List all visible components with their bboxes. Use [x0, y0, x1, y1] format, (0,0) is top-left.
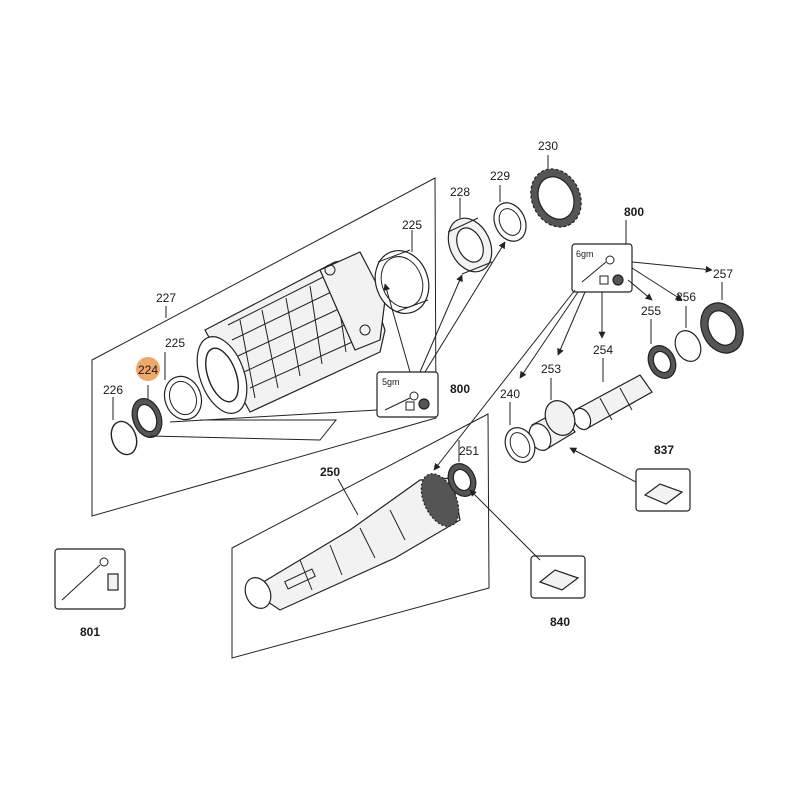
arrow-800-to-228	[419, 274, 463, 373]
seal-251[interactable]	[443, 459, 481, 501]
ring-240[interactable]	[500, 423, 541, 467]
label-227[interactable]: 227	[156, 291, 176, 305]
spindle-250[interactable]	[240, 468, 466, 613]
kit-801-box[interactable]	[54, 548, 126, 610]
arrow-to-256	[631, 267, 683, 301]
label-230[interactable]: 230	[538, 139, 558, 153]
kit-837-box[interactable]	[635, 468, 691, 512]
arrow-to-255	[627, 279, 653, 301]
label-250[interactable]: 250	[320, 465, 340, 479]
label-224[interactable]: 224	[138, 363, 158, 377]
arrow-800-to-229	[424, 241, 506, 373]
needle-bearing-230[interactable]	[522, 161, 591, 236]
arrow-to-240	[519, 291, 579, 379]
label-251[interactable]: 251	[459, 444, 479, 458]
housing-group-frame	[91, 177, 437, 517]
gear-housing[interactable]	[188, 251, 386, 420]
bearing-228[interactable]	[440, 211, 500, 279]
label-228[interactable]: 228	[450, 185, 470, 199]
label-grease-5gm: 5gm	[382, 377, 400, 387]
arrow-840-to-251	[469, 489, 541, 561]
ring-225-left[interactable]	[159, 371, 208, 425]
sleeve-253[interactable]	[525, 396, 580, 454]
label-grease-6gm: 6gm	[576, 249, 594, 259]
ring-256[interactable]	[670, 326, 705, 365]
highlight-circle	[136, 357, 160, 381]
label-226[interactable]: 226	[103, 383, 123, 397]
label-kit-800-right[interactable]: 800	[624, 205, 644, 219]
arrow-800-to-225	[383, 283, 411, 373]
leader-250	[337, 478, 359, 516]
label-253[interactable]: 253	[541, 362, 561, 376]
seal-257[interactable]	[693, 296, 751, 360]
label-254[interactable]: 254	[593, 343, 613, 357]
kit-800-box-left[interactable]	[376, 371, 439, 418]
label-225-top[interactable]: 225	[402, 218, 422, 232]
label-kit-801[interactable]: 801	[80, 625, 100, 639]
arrow-837-to-253	[569, 447, 637, 483]
piston-254[interactable]	[570, 374, 653, 432]
label-kit-840[interactable]: 840	[550, 615, 570, 629]
circlip-226[interactable]	[107, 418, 141, 458]
bearing-224[interactable]	[127, 394, 167, 441]
label-kit-837[interactable]: 837	[654, 443, 674, 457]
kit-840-box[interactable]	[530, 555, 586, 599]
label-229[interactable]: 229	[490, 169, 510, 183]
spindle-group-frame	[231, 413, 490, 659]
label-225-left[interactable]: 225	[165, 336, 185, 350]
bearing-255[interactable]	[643, 341, 681, 383]
label-240[interactable]: 240	[500, 387, 520, 401]
assembly-line	[149, 419, 338, 441]
arrow-to-250	[433, 289, 576, 471]
arrow-800-to-224	[169, 409, 378, 423]
ring-229[interactable]	[488, 198, 532, 247]
label-257[interactable]: 257	[713, 267, 733, 281]
label-kit-800-left[interactable]: 800	[450, 382, 470, 396]
arrow-to-257	[631, 261, 713, 273]
label-256[interactable]: 256	[676, 290, 696, 304]
arrow-to-253	[557, 291, 586, 356]
label-255[interactable]: 255	[641, 304, 661, 318]
kit-800-box-right[interactable]	[571, 243, 633, 293]
